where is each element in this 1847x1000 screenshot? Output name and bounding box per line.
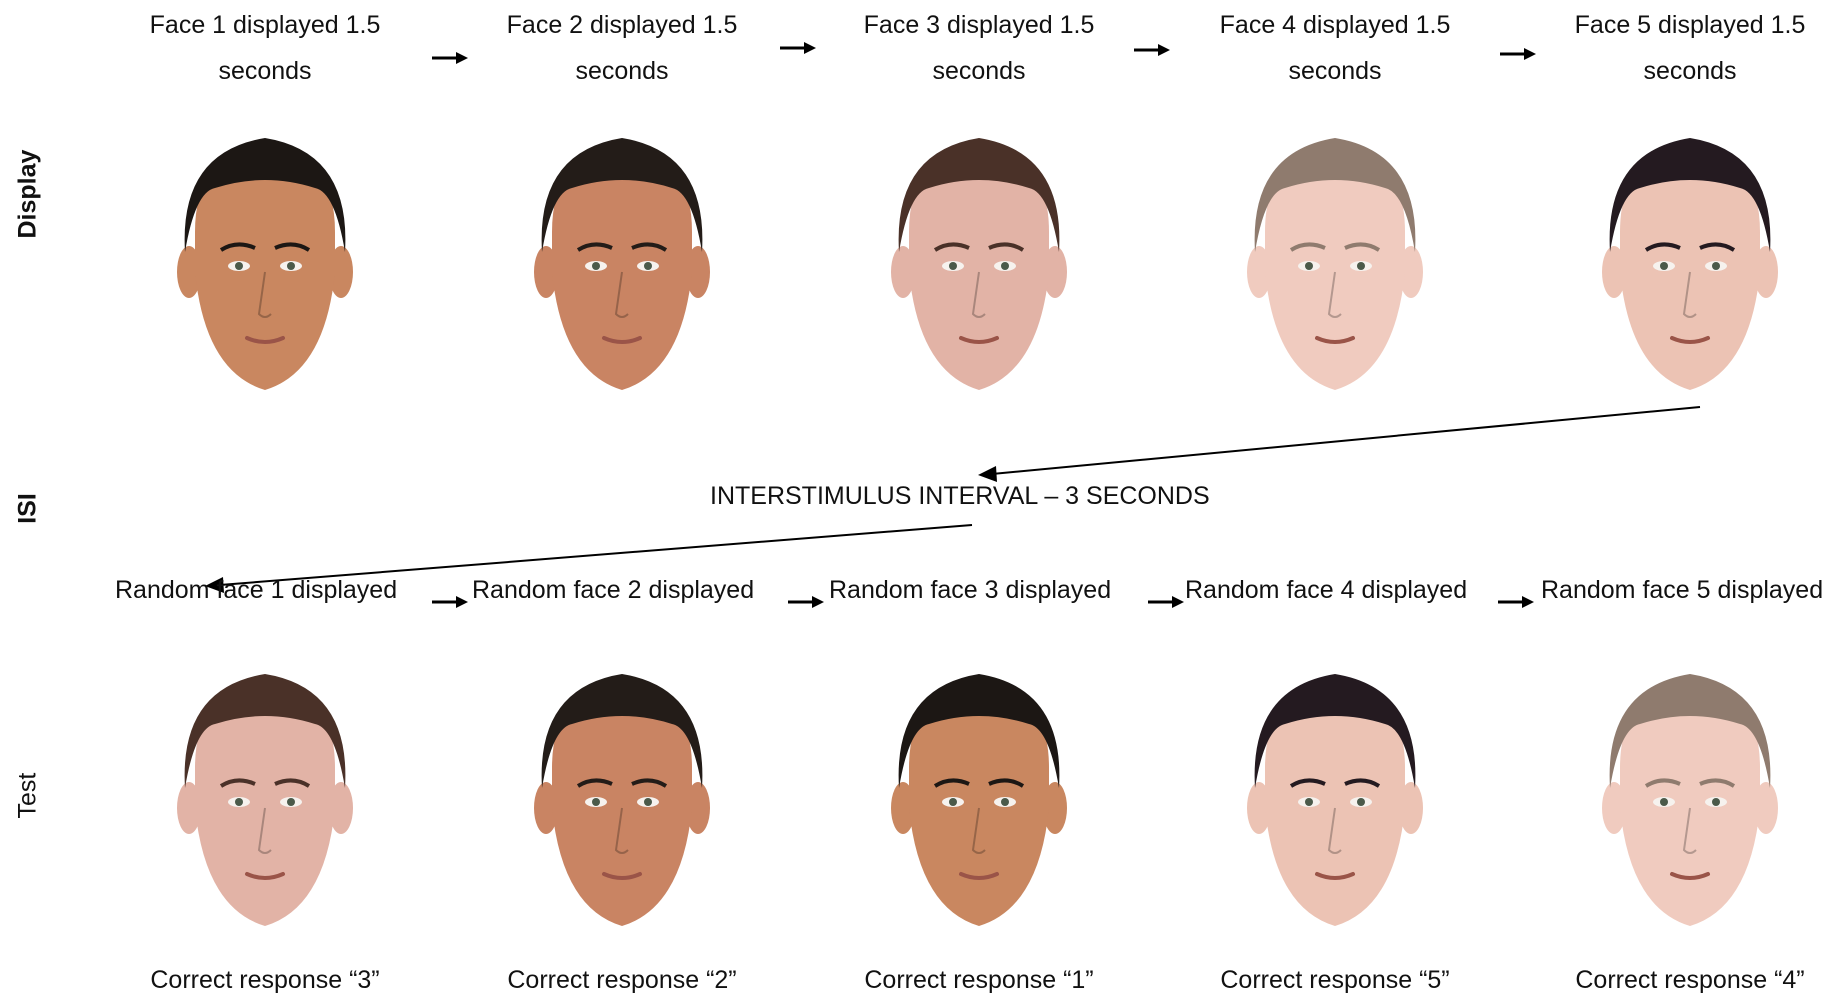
correct-response-3: Correct response “1” — [834, 966, 1124, 995]
correct-response-1: Correct response “3” — [120, 966, 410, 995]
connector-arrowhead-upper — [978, 466, 997, 482]
right-iris — [1357, 798, 1365, 806]
test-face-1 — [175, 668, 355, 928]
test-face-4 — [1245, 668, 1425, 928]
test-face-5 — [1600, 668, 1780, 928]
correct-response-2: Correct response “2” — [477, 966, 767, 995]
left-iris — [235, 798, 243, 806]
test-caption-5: Random face 5 displayed — [1541, 576, 1823, 605]
test-caption-2: Random face 2 displayed — [472, 576, 754, 605]
test-arrow-3 — [1146, 592, 1186, 612]
test-arrow-4 — [1496, 592, 1536, 612]
test-arrow-2 — [786, 592, 826, 612]
correct-response-5: Correct response “4” — [1545, 966, 1835, 995]
right-iris — [644, 798, 652, 806]
test-caption-3: Random face 3 displayed — [829, 576, 1111, 605]
left-iris — [1305, 798, 1313, 806]
right-iris — [1001, 798, 1009, 806]
correct-response-4: Correct response “5” — [1190, 966, 1480, 995]
isi-text: INTERSTIMULUS INTERVAL – 3 SECONDS — [710, 482, 1210, 511]
test-arrow-1 — [430, 592, 470, 612]
left-iris — [1660, 798, 1668, 806]
test-caption-1: Random face 1 displayed — [115, 576, 397, 605]
connector-line-upper — [992, 407, 1700, 474]
test-face-3 — [889, 668, 1069, 928]
test-face-2 — [532, 668, 712, 928]
right-iris — [287, 798, 295, 806]
right-iris — [1712, 798, 1720, 806]
left-iris — [592, 798, 600, 806]
left-iris — [949, 798, 957, 806]
test-caption-4: Random face 4 displayed — [1185, 576, 1467, 605]
